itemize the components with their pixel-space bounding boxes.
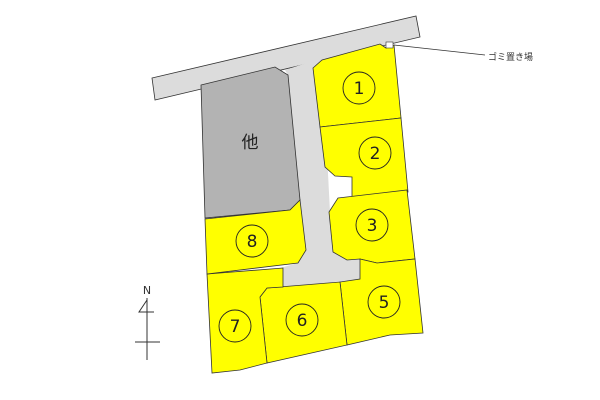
lot-3-marker: 3 [355,208,389,242]
lot-5-marker: 5 [367,285,401,319]
north-label: N [143,284,151,297]
lot-6-marker: 6 [285,303,319,337]
svg-text:3: 3 [367,216,378,236]
lot-7[interactable] [206,267,284,374]
lot-8[interactable] [204,199,307,275]
lot-2-marker: 2 [358,136,392,170]
svg-text:8: 8 [247,232,258,252]
lot-2[interactable] [319,117,409,198]
svg-text:5: 5 [379,293,390,313]
lot-5[interactable] [339,258,424,346]
garbage-label: ゴミ置き場 [488,51,533,63]
lot-7-marker: 7 [218,309,252,343]
svg-text:6: 6 [297,311,308,331]
garbage-area: ゴミ置き場 [385,41,533,63]
lot-8-marker: 8 [235,224,269,258]
lot-1-marker: 1 [342,71,376,105]
svg-text:7: 7 [230,317,241,337]
svg-text:1: 1 [354,79,365,99]
svg-text:2: 2 [370,144,381,164]
other-lot-label: 他 [242,133,259,153]
north-arrow-icon: N [135,284,160,360]
